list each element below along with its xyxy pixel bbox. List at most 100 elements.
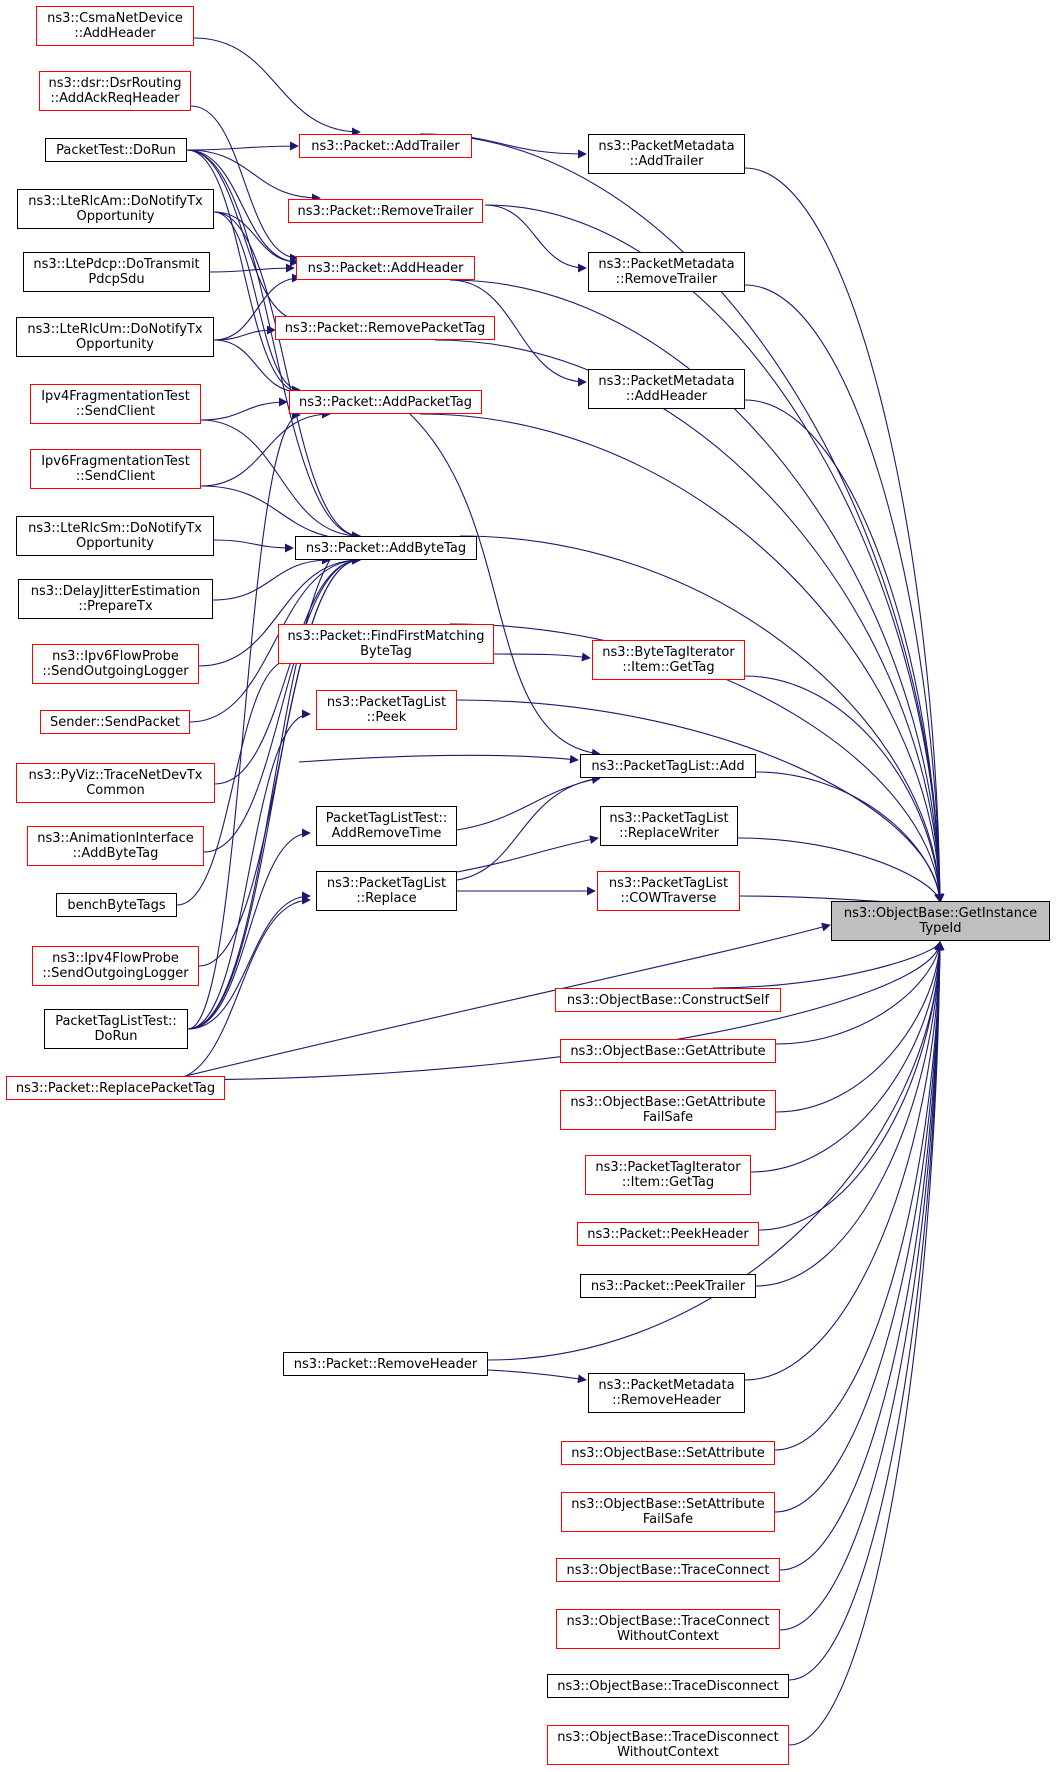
edge-replace-ptladd — [456, 774, 601, 881]
edge-ptt-to-col2-30 — [187, 891, 311, 1030]
edge-mr-to-target — [744, 284, 945, 903]
node-packettaglist-peek[interactable]: ns3::PacketTagList::Peek — [316, 690, 457, 730]
node-packettest-dorun: PacketTest::DoRun — [45, 138, 187, 162]
edge-gf-to-target — [775, 941, 945, 1113]
node-packettaglist-replacewriter: ns3::PacketTagList::ReplaceWriter — [600, 806, 738, 846]
edge-ah-mh — [449, 279, 587, 387]
edge-ga-to-target — [775, 941, 944, 1045]
edge-twc-to-target — [779, 941, 945, 1631]
node-packet-replacepackettag[interactable]: ns3::Packet::ReplacePacketTag — [6, 1076, 225, 1100]
edge-cs-to-target — [712, 941, 942, 989]
node-ipv6fragmentationtest-sendclient[interactable]: Ipv6FragmentationTest::SendClient — [30, 449, 201, 489]
node-ipv6flowprobe-sendoutgoinglogger[interactable]: ns3::Ipv6FlowProbe::SendOutgoingLogger — [32, 644, 199, 684]
node-objectbase-traceconnect[interactable]: ns3::ObjectBase::TraceConnect — [556, 1558, 780, 1582]
edge-sm-to-col2-19 — [213, 539, 294, 553]
edge-pt-to-col2-7 — [186, 149, 361, 541]
edge-pt-to-col2-2 — [186, 141, 299, 151]
node-benchbytetags: benchByteTags — [56, 893, 177, 917]
node-dsrrouting-addackreqheader[interactable]: ns3::dsr::DsrRouting::AddAckReqHeader — [39, 71, 191, 111]
edge-dsr-to-col2-1 — [190, 105, 299, 263]
edge-i6f-to-col2-21 — [198, 555, 361, 667]
edge-um-to-col2-12 — [213, 273, 301, 341]
node-packet-removeheader: ns3::Packet::RemoveHeader — [283, 1352, 488, 1376]
edge-mh-to-target — [744, 399, 945, 903]
edge-ptladd-from-left — [298, 754, 579, 764]
edge-findfirst-bytetagiter — [493, 652, 591, 662]
node-packet-removetrailer[interactable]: ns3::Packet::RemoveTrailer — [288, 199, 483, 223]
edge-csma-to-col2-0 — [193, 37, 361, 137]
node-packettagiterator-item-gettag[interactable]: ns3::PacketTagIterator::Item::GetTag — [585, 1155, 751, 1195]
edge-rt-mr — [484, 204, 587, 273]
edge-rw-to-target — [737, 837, 943, 903]
edge-i4-to-col2-15 — [200, 397, 288, 421]
node-objectbase-constructself[interactable]: ns3::ObjectBase::ConstructSelf — [555, 988, 781, 1012]
edge-sa-to-target — [774, 941, 945, 1451]
edge-um-to-col2-13 — [213, 325, 276, 341]
edge-am-to-col2-9 — [213, 211, 301, 395]
edge-at-to-target — [419, 133, 945, 903]
node-animationinterface-addbytetag[interactable]: ns3::AnimationInterface::AddByteTag — [27, 826, 204, 866]
edge-pt-to-col2-3 — [186, 149, 321, 203]
node-packettaglist-replace: ns3::PacketTagList::Replace — [316, 871, 457, 911]
edge-apt-to-target — [419, 413, 945, 903]
edge-i4-to-col2-16 — [200, 419, 361, 541]
node-packettaglist-cowtraverse[interactable]: ns3::PacketTagList::COWTraverse — [597, 871, 740, 911]
edge-ptt-to-col2-28 — [187, 709, 311, 1030]
edge-ma-to-target — [744, 167, 945, 903]
node-packetmetadata-removetrailer: ns3::PacketMetadata::RemoveTrailer — [588, 252, 745, 292]
node-delayjitterestimation-preparetx: ns3::DelayJitterEstimation::PrepareTx — [18, 579, 213, 619]
node-packet-addpackettag[interactable]: ns3::Packet::AddPacketTag — [289, 390, 482, 414]
edge-rmh-to-target — [744, 941, 945, 1381]
node-bytetagiterator-item-gettag[interactable]: ns3::ByteTagIterator::Item::GetTag — [592, 640, 745, 680]
node-objectbase-tracedisconnect: ns3::ObjectBase::TraceDisconnect — [547, 1674, 789, 1698]
node-packettaglisttest-dorun: PacketTagListTest::DoRun — [44, 1009, 188, 1049]
edge-bt-to-target — [744, 675, 945, 903]
node-packetmetadata-removeheader: ns3::PacketMetadata::RemoveHeader — [588, 1373, 745, 1413]
edge-pv-to-col2-23 — [214, 555, 361, 785]
node-packetmetadata-addheader: ns3::PacketMetadata::AddHeader — [588, 369, 745, 409]
edge-rpt-to-col2-33 — [168, 895, 311, 1081]
edge-bn-to-col2-25 — [176, 655, 291, 906]
node-ipv4flowprobe-sendoutgoinglogger[interactable]: ns3::Ipv4FlowProbe::SendOutgoingLogger — [32, 946, 199, 986]
node-packet-peekheader[interactable]: ns3::Packet::PeekHeader — [577, 1222, 759, 1246]
edge-ah-to-target — [449, 279, 945, 903]
edge-ptt-to-col2-27 — [187, 555, 361, 1030]
edge-ptt-to-col2-31 — [187, 531, 361, 1030]
edge-dj-to-col2-20 — [212, 555, 331, 601]
edge-rpk-to-target — [434, 339, 945, 903]
node-packettaglisttest-addremovetime: PacketTagListTest::AddRemoveTime — [316, 806, 457, 846]
node-packet-addbytetag: ns3::Packet::AddByteTag — [295, 536, 477, 560]
node-packet-addheader[interactable]: ns3::Packet::AddHeader — [296, 256, 475, 280]
edge-replace-replacewriter — [456, 835, 599, 873]
edge-snd-to-col2-22 — [189, 555, 361, 723]
edge-ptr-to-target — [755, 941, 945, 1287]
node-objectbase-setattribute[interactable]: ns3::ObjectBase::SetAttribute — [561, 1441, 775, 1465]
node-packet-removepackettag[interactable]: ns3::Packet::RemovePacketTag — [275, 316, 495, 340]
node-sender-sendpacket[interactable]: Sender::SendPacket — [40, 710, 190, 734]
node-packet-addtrailer[interactable]: ns3::Packet::AddTrailer — [299, 134, 472, 158]
node-ipv4fragmentationtest-sendclient[interactable]: Ipv4FragmentationTest::SendClient — [30, 384, 201, 424]
node-packet-peektrailer: ns3::Packet::PeekTrailer — [580, 1274, 756, 1298]
edge-rpt-to-target — [168, 941, 944, 1081]
edge-removeheader-pmremoveheader — [487, 1369, 587, 1384]
node-packetmetadata-addtrailer: ns3::PacketMetadata::AddTrailer — [588, 134, 745, 174]
edge-ff-to-target — [449, 623, 945, 903]
edge-abt-to-target — [459, 535, 945, 903]
edge-am-to-col2-10 — [213, 211, 361, 541]
edge-pdcp-to-col2-11 — [209, 263, 295, 273]
edge-sf-to-target — [774, 941, 945, 1513]
edge-rh-to-target — [487, 941, 945, 1361]
edge-rt-to-target — [484, 204, 945, 903]
edge-i6-to-col2-17 — [200, 409, 331, 487]
node-objectbase-getattribute[interactable]: ns3::ObjectBase::GetAttribute — [560, 1039, 776, 1063]
node-csmanetdevice-addheader[interactable]: ns3::CsmaNetDevice::AddHeader — [36, 6, 194, 46]
edge-an-to-col2-24 — [203, 555, 361, 853]
